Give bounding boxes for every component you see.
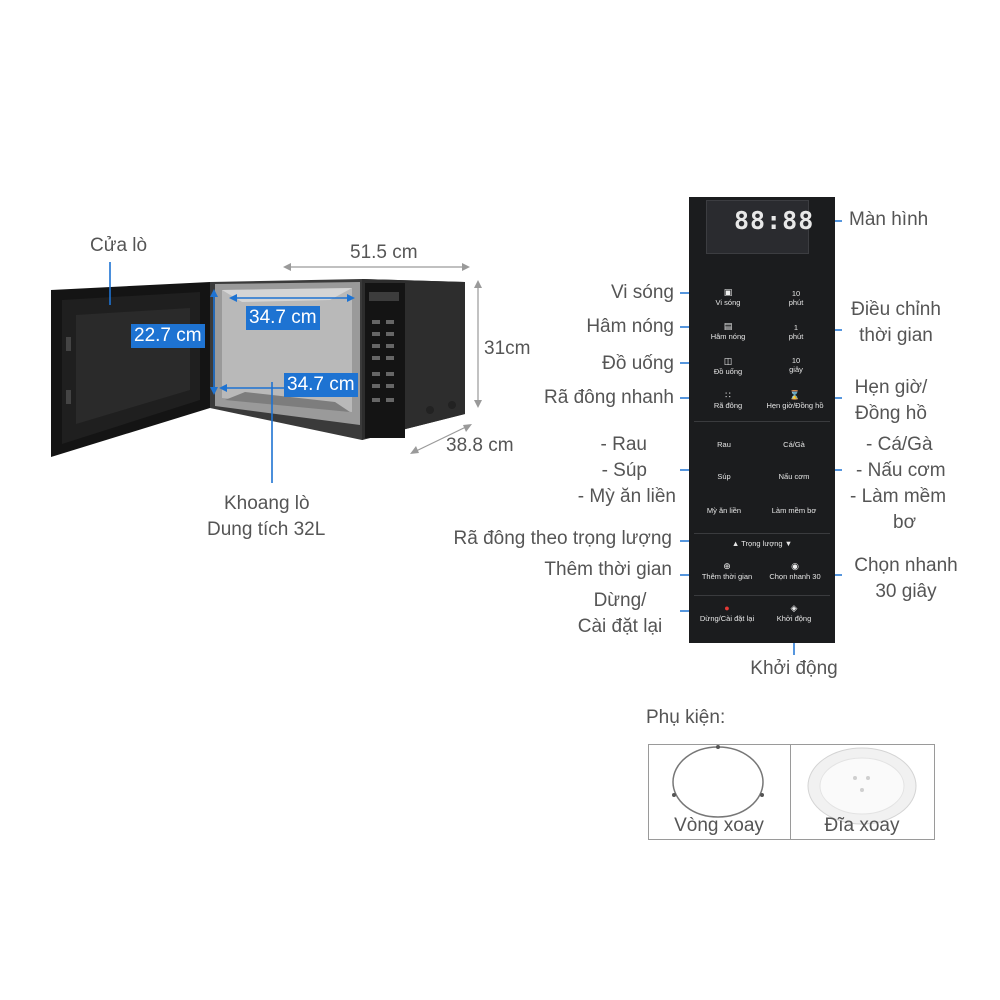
dimension-lines xyxy=(283,263,482,454)
height-label: 31cm xyxy=(484,338,531,359)
cavity-label-line1: Khoang lò xyxy=(224,493,310,514)
fish-chicken-button[interactable]: Cá/Gà xyxy=(783,440,805,449)
plus-circle-icon: ⊕ xyxy=(723,561,731,571)
timer-clock-button[interactable]: ⌛Hẹn giờ/Đồng hồ xyxy=(760,390,830,410)
panel-divider xyxy=(694,595,830,596)
quick-start-icon: ◉ xyxy=(791,561,799,571)
start-icon: ◈ xyxy=(790,603,798,613)
callout-stop-2: Cài đặt lại xyxy=(577,616,663,637)
panel-display xyxy=(706,200,809,254)
callout-screen: Màn hình xyxy=(849,209,929,230)
rice-button[interactable]: Nấu cơm xyxy=(778,472,810,481)
callout-right-menu-4: bơ xyxy=(893,512,917,533)
stop-reset-button[interactable]: ●Dừng/Cài đặt lại xyxy=(692,603,762,623)
accessories-box xyxy=(648,744,935,840)
callout-quick-defrost: Rã đông nhanh xyxy=(544,387,674,408)
reheat-icon: ▤ xyxy=(723,321,733,331)
oven-door xyxy=(51,282,210,457)
vegetable-button[interactable]: Rau xyxy=(717,440,731,449)
drinks-button[interactable]: ◫Đồ uống xyxy=(700,356,756,376)
microwave-button[interactable]: ▣Vi sóng xyxy=(700,287,756,307)
microwave-icon: ▣ xyxy=(723,287,733,297)
callout-reheat: Hâm nóng xyxy=(586,316,674,337)
callout-left-menu-1: - Rau xyxy=(600,434,647,455)
accessories-divider xyxy=(790,744,791,839)
accessories-title: Phụ kiện: xyxy=(646,707,726,728)
door-label: Cửa lò xyxy=(90,235,148,256)
hourglass-icon: ⌛ xyxy=(789,390,801,400)
callout-right-menu-2: - Nấu cơm xyxy=(856,460,946,481)
snowflake-icon: ∷ xyxy=(725,390,731,400)
oven-body xyxy=(210,279,465,440)
callout-left-menu-3: - Mỳ ăn liền xyxy=(577,486,676,507)
weight-buttons[interactable]: ▲ Trọng lượng ▼ xyxy=(731,539,793,548)
cavity-width-tag: 34.7 cm xyxy=(246,306,320,330)
callout-left-menu-2: - Súp xyxy=(601,460,647,481)
butter-button[interactable]: Làm mềm bơ xyxy=(771,506,817,515)
callout-adjust-time-2: thời gian xyxy=(859,325,933,346)
plate-drawing xyxy=(807,747,917,825)
callout-stop-1: Dừng/ xyxy=(593,590,647,611)
callout-right-menu-1: - Cá/Gà xyxy=(866,434,933,455)
depth-label: 38.8 cm xyxy=(446,435,514,456)
callout-microwave: Vi sóng xyxy=(610,282,674,303)
triangle-up-icon[interactable]: ▲ xyxy=(731,539,740,548)
callout-timer-2: Đồng hồ xyxy=(855,403,927,424)
cavity-label-line2: Dung tích 32L xyxy=(207,519,326,540)
callout-add-time: Thêm thời gian xyxy=(544,559,672,580)
stop-icon: ● xyxy=(724,603,730,613)
cup-icon: ◫ xyxy=(723,356,733,366)
control-panel xyxy=(689,197,835,643)
cavity-height-tag: 22.7 cm xyxy=(131,324,205,348)
width-label: 51.5 cm xyxy=(350,242,418,263)
callout-quick-2: 30 giây xyxy=(875,581,937,602)
display-digits: 88:88 xyxy=(734,206,815,235)
callout-drinks: Đồ uống xyxy=(602,353,674,374)
callout-start: Khởi động xyxy=(750,658,838,679)
noodle-button[interactable]: Mỳ ăn liền xyxy=(706,506,742,515)
panel-divider xyxy=(694,533,830,534)
add-time-button[interactable]: ⊕Thêm thời gian xyxy=(694,561,760,581)
quick30-button[interactable]: ◉Chọn nhanh 30 xyxy=(762,561,828,581)
triangle-down-icon[interactable]: ▼ xyxy=(784,539,793,548)
cavity-depth-tag: 34.7 cm xyxy=(284,373,358,397)
reheat-button[interactable]: ▤Hâm nóng xyxy=(700,321,756,341)
callout-adjust-time-1: Điều chỉnh xyxy=(851,299,941,320)
callout-quick-1: Chọn nhanh xyxy=(854,555,958,576)
accessory-plate-label: Đĩa xoay xyxy=(824,815,900,836)
panel-divider xyxy=(694,421,830,422)
callout-right-menu-3: - Làm mềm xyxy=(850,486,947,507)
start-button[interactable]: ◈Khởi động xyxy=(764,603,824,623)
callout-timer-1: Hẹn giờ/ xyxy=(854,377,928,398)
accessory-ring-label: Vòng xoay xyxy=(674,815,764,836)
defrost-button[interactable]: ∷Rã đông xyxy=(700,390,756,410)
callout-weight-defrost: Rã đông theo trọng lượng xyxy=(453,528,673,549)
ring-drawing xyxy=(672,745,764,818)
soup-button[interactable]: Súp xyxy=(717,472,731,481)
